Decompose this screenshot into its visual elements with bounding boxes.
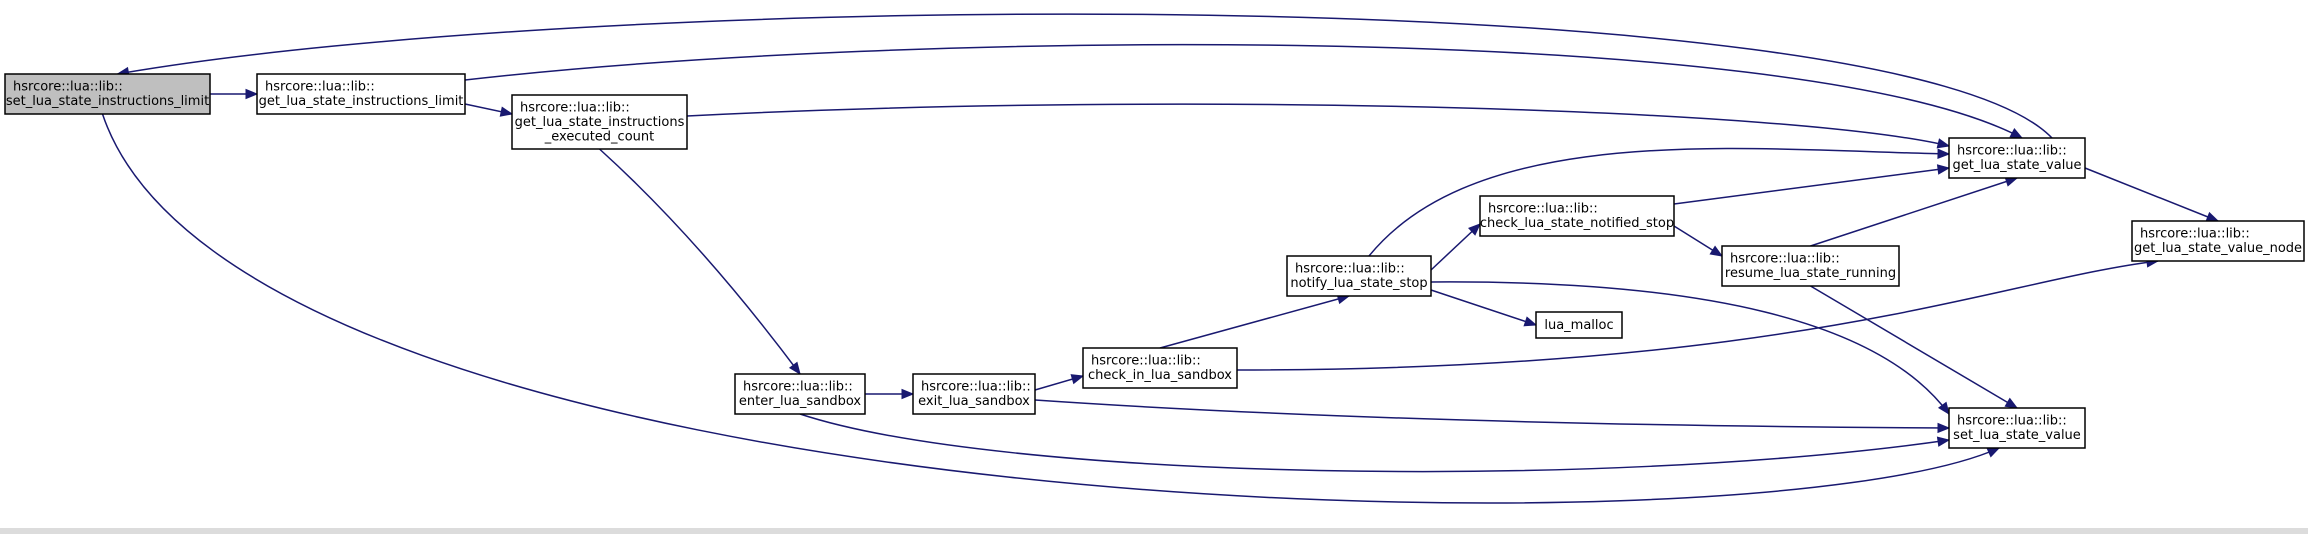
edge-notify-to-lua-malloc-arrowhead bbox=[1523, 316, 1538, 327]
edge-get-exec-to-enter-arrowhead bbox=[788, 361, 801, 376]
edge-get-limit-to-get-value bbox=[464, 43, 2023, 139]
edge-get-exec-to-get-value-arrowhead bbox=[1936, 138, 1951, 149]
edge-enter-to-set-value bbox=[799, 413, 1950, 473]
edge-get-exec-to-get-value bbox=[686, 103, 1950, 147]
node-label-line: lua_malloc bbox=[1544, 318, 1613, 333]
node-check-in[interactable]: hsrcore::lua::lib::check_in_lua_sandbox bbox=[1082, 347, 1238, 389]
edge-exit-to-check-in-arrowhead bbox=[1070, 374, 1085, 385]
edge-set-limit-to-set-value bbox=[101, 113, 2000, 504]
node-box bbox=[1948, 137, 2086, 179]
edge-get-value-to-get-value-node bbox=[2084, 167, 2219, 222]
node-box bbox=[1535, 311, 1623, 339]
node-box bbox=[1286, 255, 1432, 297]
node-box bbox=[4, 73, 211, 115]
edge-get-exec-to-enter bbox=[598, 148, 801, 375]
edge-set-limit-to-get-limit-arrowhead bbox=[245, 88, 259, 100]
node-notify[interactable]: hsrcore::lua::lib::notify_lua_state_stop bbox=[1286, 255, 1432, 297]
node-label-line: check_in_lua_sandbox bbox=[1088, 368, 1232, 383]
edge-notify-to-get-value-arrowhead bbox=[1937, 148, 1951, 160]
node-box bbox=[511, 94, 688, 150]
node-label-line: get_lua_state_instructions bbox=[515, 115, 685, 130]
node-get-exec[interactable]: hsrcore::lua::lib::get_lua_state_instruc… bbox=[511, 94, 688, 150]
edge-notify-to-check-notified-arrowhead bbox=[1468, 223, 1481, 236]
edge-notify-to-set-value bbox=[1430, 281, 1950, 415]
edge-set-limit-to-set-value-arrowhead bbox=[1986, 447, 2001, 458]
node-label-line: notify_lua_state_stop bbox=[1290, 276, 1427, 291]
node-exit[interactable]: hsrcore::lua::lib::exit_lua_sandbox bbox=[912, 373, 1036, 415]
node-box bbox=[1721, 245, 1900, 287]
node-label-line: set_lua_state_value bbox=[1953, 428, 2081, 443]
edge-enter-to-set-value-arrowhead bbox=[1936, 436, 1951, 447]
edge-enter-to-exit-arrowhead bbox=[901, 388, 915, 400]
node-label-line: hsrcore::lua::lib:: bbox=[743, 380, 853, 395]
node-enter[interactable]: hsrcore::lua::lib::enter_lua_sandbox bbox=[734, 373, 866, 415]
node-label-line: hsrcore::lua::lib:: bbox=[1730, 252, 1840, 267]
node-label-line: _executed_count bbox=[544, 129, 654, 144]
node-label-line: resume_lua_state_running bbox=[1725, 266, 1896, 281]
bottom-rule bbox=[0, 528, 2308, 534]
node-get-limit[interactable]: hsrcore::lua::lib::get_lua_state_instruc… bbox=[256, 73, 466, 115]
edges-layer bbox=[101, 13, 2220, 504]
node-label-line: check_lua_state_notified_stop bbox=[1480, 216, 1674, 231]
edge-get-limit-to-get-value-arrowhead bbox=[2009, 127, 2024, 139]
node-label-line: hsrcore::lua::lib:: bbox=[13, 80, 123, 95]
edge-resume-to-get-value bbox=[1810, 177, 2018, 247]
node-get-value-node[interactable]: hsrcore::lua::lib::get_lua_state_value_n… bbox=[2131, 220, 2305, 262]
node-label-line: hsrcore::lua::lib:: bbox=[1957, 144, 2067, 159]
edge-exit-to-set-value bbox=[1034, 399, 1950, 429]
node-label-line: set_lua_state_instructions_limit bbox=[6, 94, 209, 109]
node-label-line: hsrcore::lua::lib:: bbox=[520, 100, 630, 115]
edge-get-value-to-set-limit bbox=[117, 13, 2053, 139]
node-label-line: hsrcore::lua::lib:: bbox=[1091, 354, 1201, 369]
edge-notify-to-set-value-arrowhead bbox=[1937, 401, 1950, 416]
edge-notify-to-get-value bbox=[1368, 147, 1950, 257]
node-label-line: get_lua_state_value bbox=[1952, 158, 2081, 173]
node-label-line: enter_lua_sandbox bbox=[739, 394, 862, 409]
node-label-line: hsrcore::lua::lib:: bbox=[1488, 202, 1598, 217]
edge-resume-to-set-value bbox=[1810, 285, 2018, 409]
node-box bbox=[912, 373, 1036, 415]
node-box bbox=[1948, 407, 2086, 449]
node-set-limit[interactable]: hsrcore::lua::lib::set_lua_state_instruc… bbox=[4, 73, 211, 115]
edge-check-notified-to-get-value bbox=[1673, 167, 1950, 205]
node-label-line: hsrcore::lua::lib:: bbox=[921, 380, 1031, 395]
node-resume[interactable]: hsrcore::lua::lib::resume_lua_state_runn… bbox=[1721, 245, 1900, 287]
node-lua-malloc[interactable]: lua_malloc bbox=[1535, 311, 1623, 339]
nodes-layer: hsrcore::lua::lib::set_lua_state_instruc… bbox=[4, 73, 2305, 449]
node-box bbox=[734, 373, 866, 415]
node-label-line: hsrcore::lua::lib:: bbox=[265, 80, 375, 95]
node-check-notified[interactable]: hsrcore::lua::lib::check_lua_state_notif… bbox=[1479, 195, 1675, 237]
node-label-line: hsrcore::lua::lib:: bbox=[1295, 262, 1405, 277]
edge-check-in-to-notify bbox=[1159, 295, 1350, 349]
node-label-line: hsrcore::lua::lib:: bbox=[2140, 227, 2250, 242]
edge-get-value-to-get-value-node-arrowhead bbox=[2205, 211, 2220, 222]
edge-exit-to-set-value-arrowhead bbox=[1937, 422, 1951, 434]
edge-resume-to-set-value-arrowhead bbox=[2004, 397, 2019, 409]
node-box bbox=[256, 73, 466, 115]
edge-check-notified-to-get-value-arrowhead bbox=[1936, 164, 1951, 175]
node-label-line: get_lua_state_value_node bbox=[2134, 241, 2302, 256]
edge-notify-to-lua-malloc bbox=[1430, 289, 1537, 326]
node-label-line: exit_lua_sandbox bbox=[918, 394, 1030, 409]
edge-check-notified-to-resume-arrowhead bbox=[1709, 245, 1724, 257]
edge-get-limit-to-get-exec-arrowhead bbox=[499, 106, 514, 117]
node-box bbox=[2131, 220, 2305, 262]
edge-check-in-to-get-value-node bbox=[1236, 260, 2159, 371]
node-label-line: hsrcore::lua::lib:: bbox=[1957, 414, 2067, 429]
node-box bbox=[1479, 195, 1675, 237]
node-label-line: get_lua_state_instructions_limit bbox=[259, 94, 464, 109]
node-box bbox=[1082, 347, 1238, 389]
node-set-value[interactable]: hsrcore::lua::lib::set_lua_state_value bbox=[1948, 407, 2086, 449]
node-get-value[interactable]: hsrcore::lua::lib::get_lua_state_value bbox=[1948, 137, 2086, 179]
